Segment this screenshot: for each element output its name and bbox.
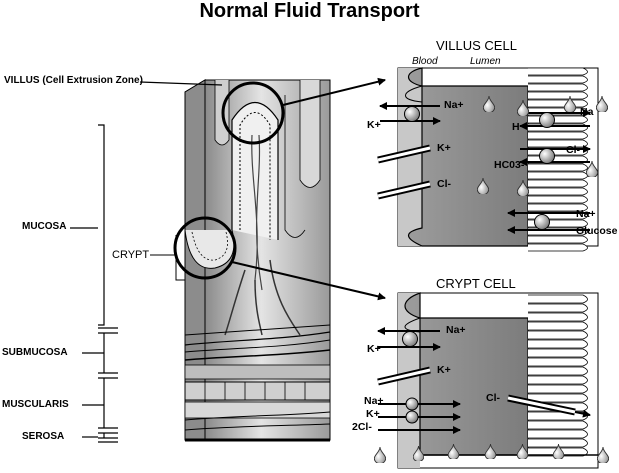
crypt-na-cotrans-label: Na+ <box>364 395 384 407</box>
microvillus <box>528 171 588 180</box>
microvillus <box>528 75 588 84</box>
layer-brackets <box>70 124 118 443</box>
villus-k-channel-label: K+ <box>437 142 451 154</box>
microvillus <box>528 67 588 76</box>
microvillus <box>528 438 588 448</box>
microvillus <box>528 348 588 358</box>
crypt-carrier-spheres <box>402 331 419 424</box>
villus-na-glucose-label: Na+ <box>576 208 596 220</box>
crypt-cell-header: CRYPT CELL <box>436 276 516 291</box>
villus-cl-basal-label: Cl- <box>437 178 451 190</box>
microvillus <box>528 294 588 304</box>
villus-glucose-label: Glucose <box>576 225 618 237</box>
villus-h-label: H <box>512 121 520 133</box>
crypt-channels <box>377 366 591 418</box>
crypt-2cl-cotrans-label: 2Cl- <box>352 421 372 433</box>
crypt-cl-apical-label: Cl- <box>486 392 500 404</box>
microvillus <box>528 303 588 313</box>
page-title: Normal Fluid Transport <box>199 0 420 22</box>
microvillus <box>528 203 588 212</box>
lumen-label: Lumen <box>470 56 501 67</box>
muscularis-label: MUSCULARIS <box>2 399 69 410</box>
blood-label: Blood <box>412 56 438 67</box>
crypt-pointer-arrow <box>231 261 386 301</box>
villus-callout-circle <box>221 81 285 145</box>
villus-cell-header: VILLUS CELL <box>436 38 517 53</box>
microvillus <box>528 99 588 108</box>
villus-hco3-label: HC03- <box>494 159 525 171</box>
crypt-cell-panel <box>397 292 599 469</box>
villus-leader-line <box>139 81 223 86</box>
crypt-transport-arrows <box>377 327 461 434</box>
microvillus <box>528 339 588 349</box>
microvillus <box>528 366 588 376</box>
microvillus <box>528 163 588 172</box>
villus-pointer-arrow <box>282 77 386 106</box>
microvillus <box>528 91 588 100</box>
microvillus <box>528 115 588 124</box>
crypt-label: CRYPT <box>112 249 150 261</box>
villus-na-apical-label: Na <box>580 106 594 118</box>
microvillus <box>528 312 588 322</box>
crypt-k-channel-label: K+ <box>437 364 451 376</box>
villus-channels <box>377 144 431 200</box>
microvillus <box>528 243 588 252</box>
microvillus <box>528 393 588 403</box>
villus-cl-apical-label: Cl- <box>566 144 580 156</box>
crypt-na-pump-label: Na+ <box>446 324 466 336</box>
microvillus <box>528 420 588 430</box>
crypt-k-cotrans-label: K+ <box>366 408 380 420</box>
microvillus <box>528 195 588 204</box>
villus-carrier-spheres <box>404 106 555 230</box>
villus-na-in-label: Na+ <box>444 99 464 111</box>
microvillus <box>528 375 588 385</box>
microvillus <box>528 357 588 367</box>
crypt-k-pump-label: K+ <box>367 343 381 355</box>
mucosa-label: MUCOSA <box>22 221 67 232</box>
microvillus <box>528 179 588 188</box>
microvillus <box>528 429 588 439</box>
microvillus <box>528 83 588 92</box>
villus-k-in-label: K+ <box>367 119 381 131</box>
microvillus <box>528 235 588 244</box>
microvillus <box>528 321 588 331</box>
intestinal-wall-block <box>184 79 331 442</box>
crypt-callout-circle <box>173 216 237 280</box>
microvillus <box>528 384 588 394</box>
microvillus <box>528 187 588 196</box>
microvillus <box>528 330 588 340</box>
submucosa-label: SUBMUCOSA <box>2 347 68 358</box>
villus-label: VILLUS (Cell Extrusion Zone) <box>4 75 143 86</box>
serosa-label: SEROSA <box>22 431 65 442</box>
microvillus <box>528 131 588 140</box>
